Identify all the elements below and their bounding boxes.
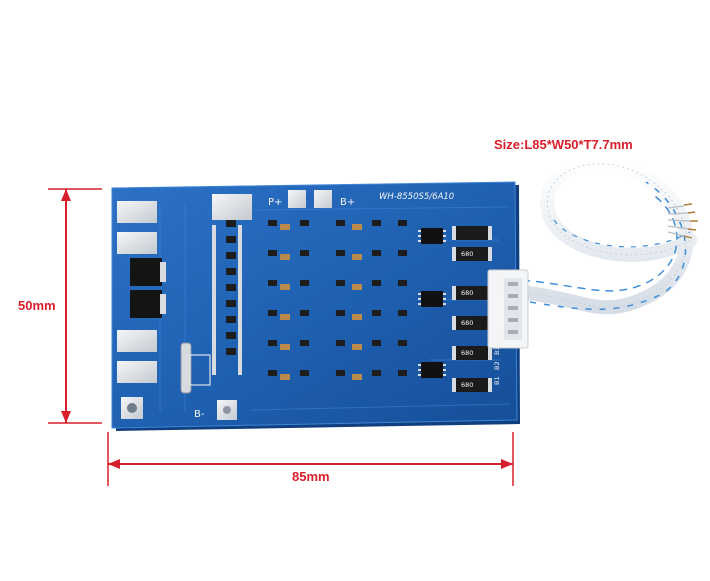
pcb-board: P- P+ B+ B- WH-8550S5/6A10 CON1 B1 B2 B3… xyxy=(111,181,529,431)
height-label: 50mm xyxy=(18,298,56,313)
sense-resistors xyxy=(452,226,492,392)
size-label: Size:L85*W50*T7.7mm xyxy=(494,137,633,152)
height-dimension xyxy=(48,188,102,424)
cell-label-b2: B2 xyxy=(493,361,501,370)
cell-label-b1: B1 xyxy=(493,376,501,385)
control-ics xyxy=(418,228,446,378)
terminal-label-p-minus: P- xyxy=(218,194,228,205)
connector-con1 xyxy=(487,269,529,349)
chip-mark-1: 680 xyxy=(461,250,473,258)
chip-mark-5: 680 xyxy=(461,381,473,389)
wire-harness xyxy=(513,156,698,315)
p-plus-pad xyxy=(288,190,306,208)
p-minus-pad xyxy=(212,194,252,220)
silkscreen-text: P- P+ B+ B- WH-8550S5/6A10 CON1 B1 B2 B3… xyxy=(194,192,503,420)
chip-mark-2: 680 xyxy=(461,289,473,297)
resistor-array xyxy=(212,220,407,380)
b-plus-pad xyxy=(314,190,332,208)
connector-label: CON1 xyxy=(495,272,503,291)
width-label: 85mm xyxy=(292,469,330,484)
mosfets xyxy=(130,258,166,318)
terminal-label-p-plus: P+ xyxy=(268,197,282,208)
cell-label-b3: B3 xyxy=(493,346,501,355)
chip-mark-3: 680 xyxy=(461,319,473,327)
cell-label-b4: B4 xyxy=(493,331,501,340)
board-model-label: WH-8550S5/6A10 xyxy=(379,192,454,202)
chip-mark-4: 680 xyxy=(461,349,473,357)
width-dimension xyxy=(107,432,514,486)
terminal-label-b-minus: B- xyxy=(194,409,205,420)
left-pads xyxy=(117,201,157,419)
terminal-label-b-plus: B+ xyxy=(340,197,355,208)
